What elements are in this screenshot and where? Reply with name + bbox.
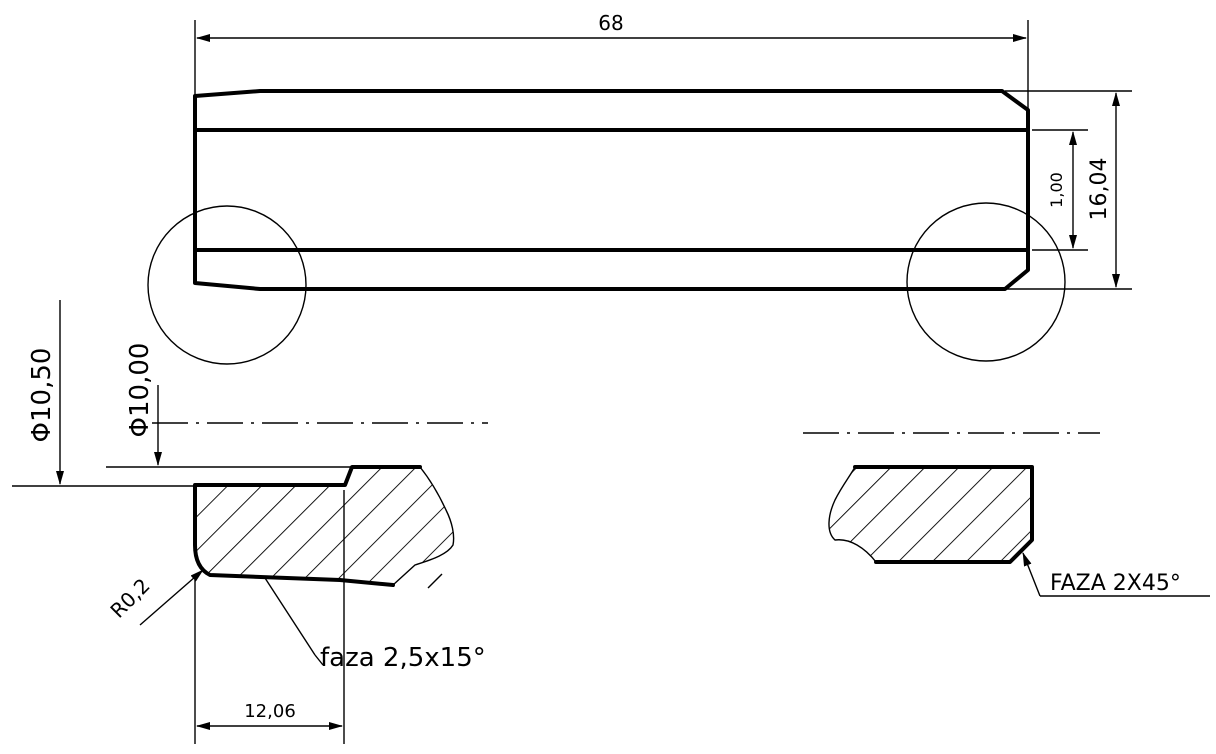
wall-label: 1,00 — [1047, 172, 1066, 208]
detail-circle-left — [147, 205, 307, 365]
dia-large-label: Φ10,50 — [27, 348, 57, 443]
overall-length-label: 68 — [598, 11, 623, 35]
chamfer-left-label: faza 2,5x15° — [320, 643, 486, 673]
detail-left-break — [392, 466, 455, 586]
chamfer-right-label: FAZA 2X45° — [1050, 571, 1181, 596]
detail-right-break — [828, 466, 877, 563]
top-wall — [193, 89, 1030, 132]
detail-right-body — [828, 467, 1032, 562]
dimension-outer-height: 16,04 — [1005, 90, 1132, 290]
detail-length-label: 12,06 — [244, 701, 296, 722]
detail-right-outline — [853, 465, 1034, 564]
tube-section-view — [147, 89, 1066, 365]
bottom-wall — [193, 248, 1030, 291]
radius-label: R0,2 — [105, 573, 154, 622]
detail-circle-right — [906, 202, 1066, 362]
detail-right: FAZA 2X45° — [803, 432, 1210, 597]
dimension-wall: 1,00 — [1032, 129, 1088, 251]
detail-left: Φ10,50 Φ10,00 R0,2 faza 2,5x15° 12,06 — [12, 300, 488, 744]
outer-height-label: 16,04 — [1087, 158, 1112, 221]
dia-small-label: Φ10,00 — [125, 343, 155, 438]
dimension-overall-length: 68 — [194, 11, 1029, 110]
detail-left-outline — [193, 465, 422, 587]
detail-left-body — [195, 467, 454, 585]
